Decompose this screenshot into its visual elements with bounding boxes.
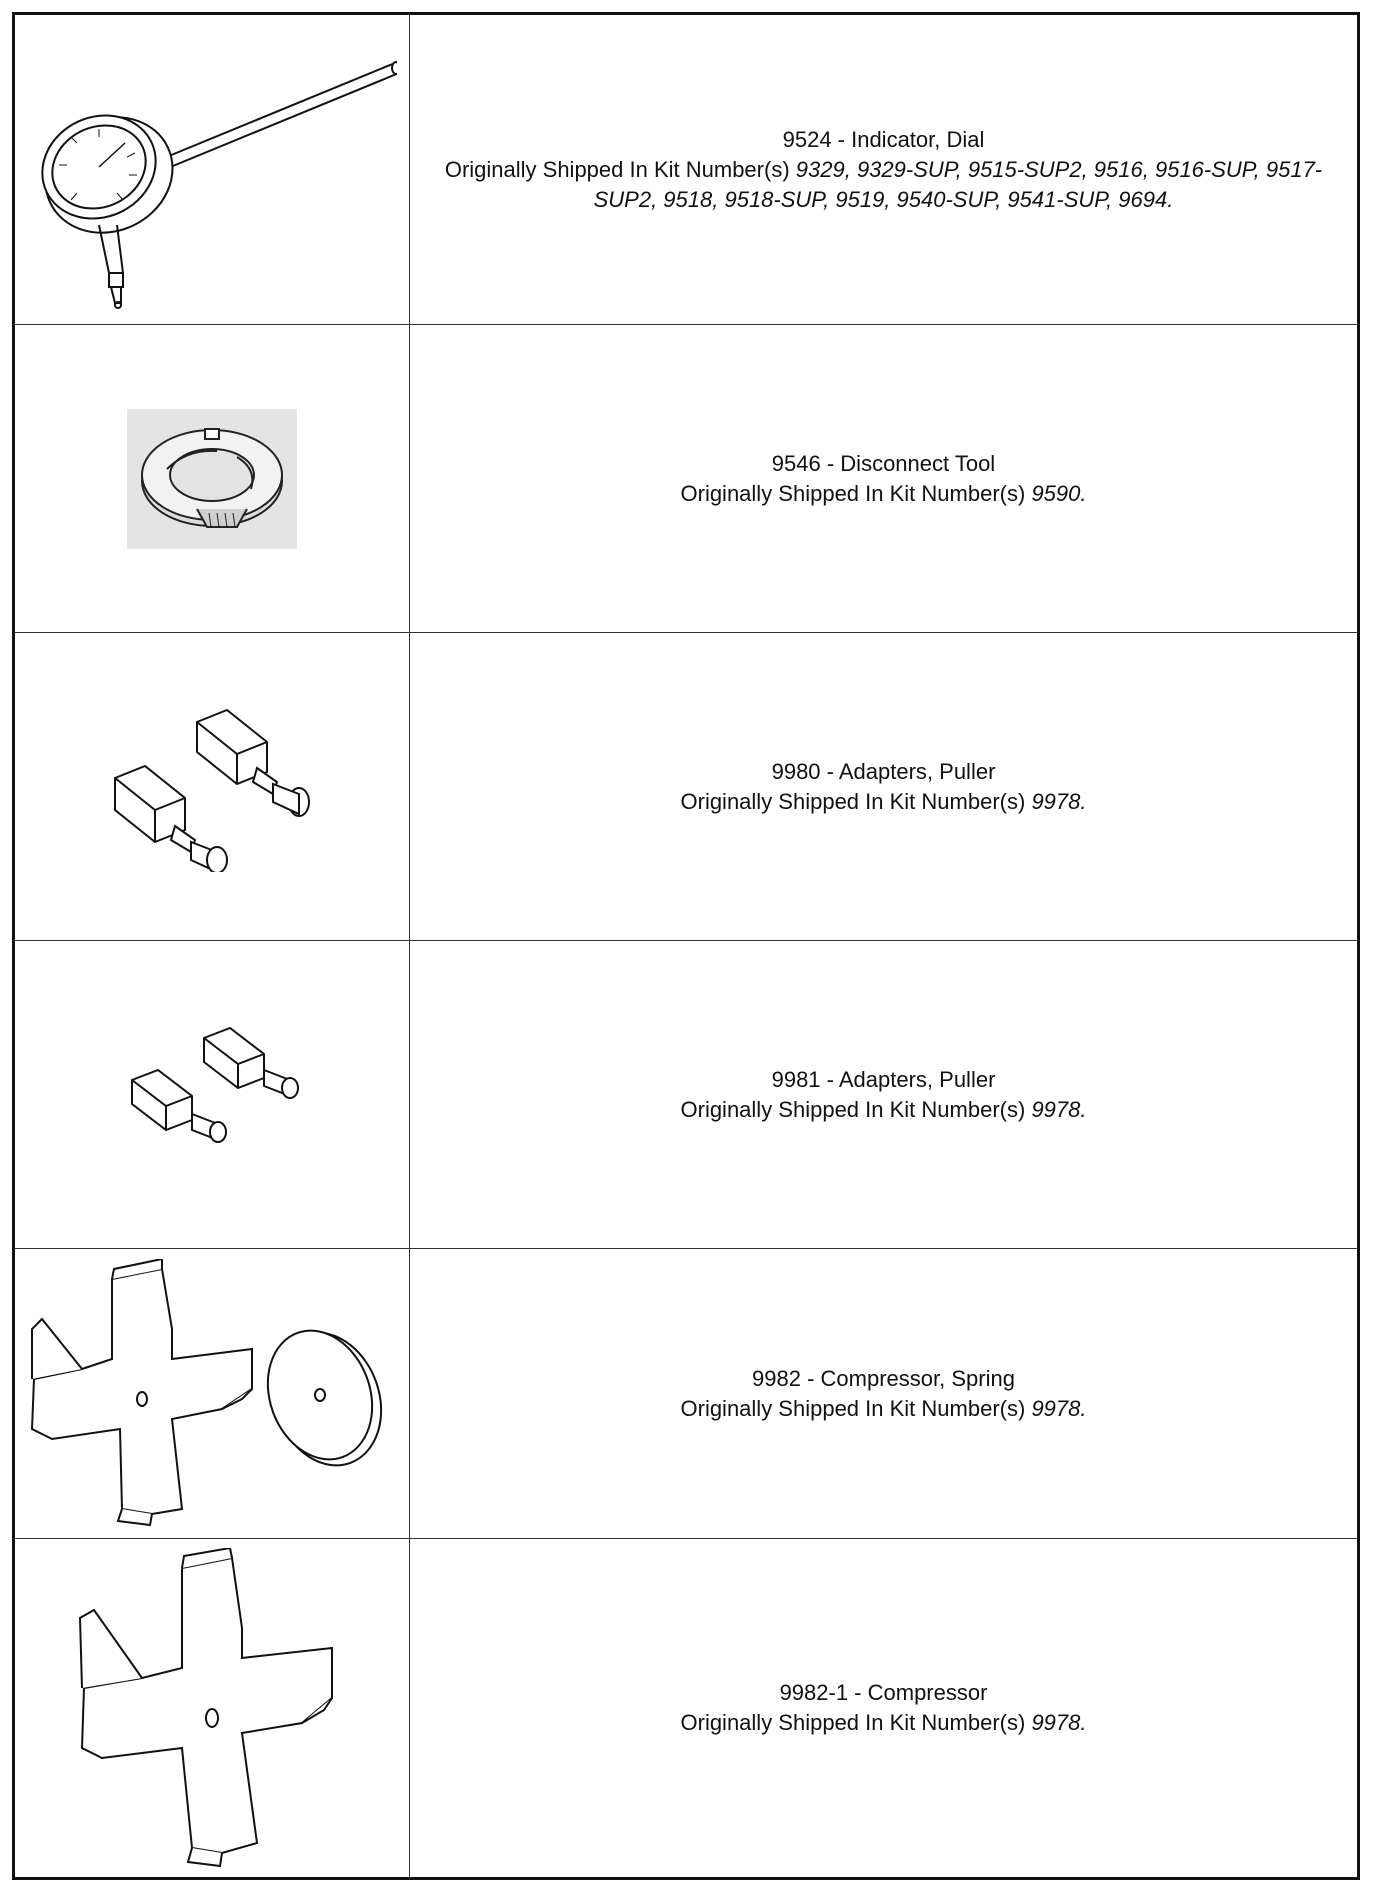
image-cell xyxy=(15,941,410,1248)
table-row: 9980 - Adapters, Puller Originally Shipp… xyxy=(15,633,1357,941)
part-title: 9546 - Disconnect Tool xyxy=(771,450,996,476)
kit-numbers: 9590. xyxy=(1031,480,1087,506)
puller-adapters-small-icon xyxy=(92,1020,332,1170)
part-title: 9982 - Compressor, Spring xyxy=(752,1365,1015,1391)
image-cell xyxy=(15,15,410,324)
shipped-in-label: Originally Shipped In Kit Number(s) xyxy=(680,1710,1026,1735)
description-cell: 9546 - Disconnect Tool Originally Shippe… xyxy=(410,325,1357,632)
dial-indicator-icon xyxy=(27,25,397,315)
shipped-in-label: Originally Shipped In Kit Number(s) xyxy=(680,788,1026,814)
table-row: 9524 - Indicator, Dial Originally Shippe… xyxy=(15,15,1357,325)
table-row: 9982-1 - Compressor Originally Shipped I… xyxy=(15,1539,1357,1877)
part-title: 9982-1 - Compressor xyxy=(779,1680,988,1705)
image-cell xyxy=(15,325,410,632)
description-cell: 9982-1 - Compressor Originally Shipped I… xyxy=(410,1539,1357,1877)
shipped-in-label: Originally Shipped In Kit Number(s) xyxy=(680,1395,1026,1421)
disconnect-tool-icon xyxy=(127,408,297,549)
table-row: 9546 - Disconnect Tool Originally Shippe… xyxy=(15,325,1357,633)
kit-numbers: 9329, 9329-SUP, 9515-SUP2, 9516, 9516-SU… xyxy=(593,156,1323,212)
spring-compressor-icon xyxy=(22,1258,402,1529)
description-cell: 9981 - Adapters, Puller Originally Shipp… xyxy=(410,941,1357,1248)
kit-numbers: 9978. xyxy=(1031,788,1087,814)
shipped-in-label: Originally Shipped In Kit Number(s) xyxy=(680,480,1026,506)
kit-numbers: 9978. xyxy=(1031,1395,1087,1421)
table-row: 9981 - Adapters, Puller Originally Shipp… xyxy=(15,941,1357,1249)
part-title: 9524 - Indicator, Dial xyxy=(782,126,985,152)
kit-numbers: 9978. xyxy=(1031,1096,1087,1122)
description-cell: 9980 - Adapters, Puller Originally Shipp… xyxy=(410,633,1357,940)
kit-numbers: 9978. xyxy=(1031,1710,1087,1735)
image-cell xyxy=(15,1539,410,1877)
part-title: 9980 - Adapters, Puller xyxy=(771,758,996,784)
compressor-plate-icon xyxy=(52,1548,372,1868)
parts-table: 9524 - Indicator, Dial Originally Shippe… xyxy=(12,12,1360,1880)
shipped-in-label: Originally Shipped In Kit Number(s) xyxy=(680,1096,1026,1122)
image-cell xyxy=(15,1249,410,1538)
description-cell: 9524 - Indicator, Dial Originally Shippe… xyxy=(410,15,1357,324)
puller-adapters-icon xyxy=(77,702,347,872)
part-title: 9981 - Adapters, Puller xyxy=(771,1066,996,1092)
table-row: 9982 - Compressor, Spring Originally Shi… xyxy=(15,1249,1357,1539)
image-cell xyxy=(15,633,410,940)
shipped-in-label: Originally Shipped In Kit Number(s) xyxy=(444,156,790,182)
description-cell: 9982 - Compressor, Spring Originally Shi… xyxy=(410,1249,1357,1538)
